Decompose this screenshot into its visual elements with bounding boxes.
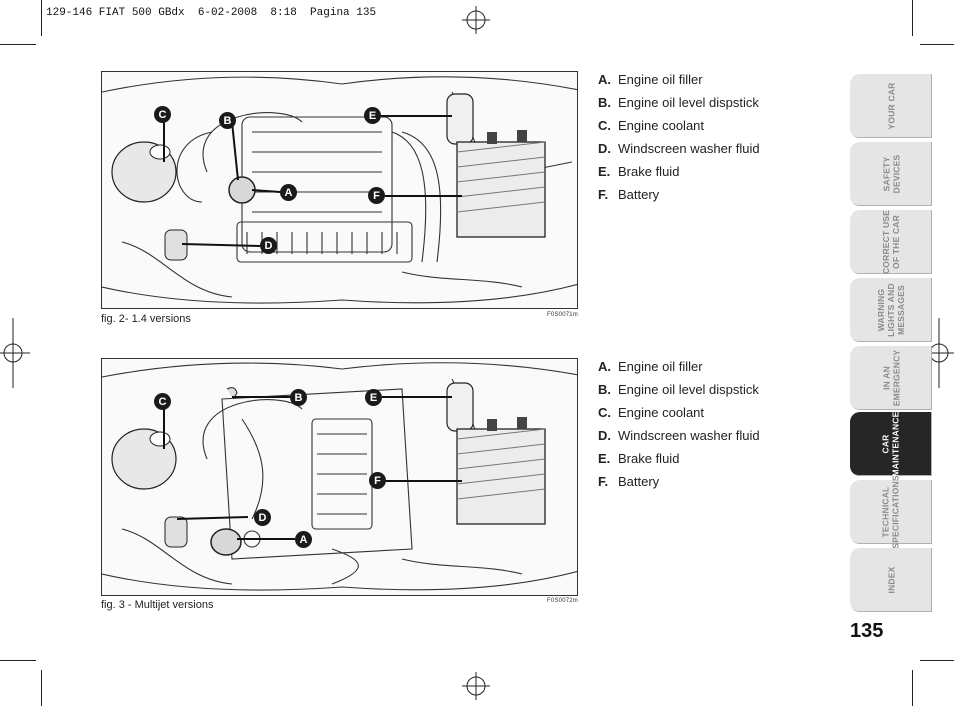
callout-b: B bbox=[290, 389, 307, 406]
tab-index[interactable]: INDEX bbox=[850, 548, 932, 612]
callout-e: E bbox=[365, 389, 382, 406]
tab-warning-lights[interactable]: WARNING LIGHTS AND MESSAGES bbox=[850, 278, 932, 342]
legend-item: D.Windscreen washer fluid bbox=[598, 428, 760, 443]
legend-item: F.Battery bbox=[598, 474, 660, 489]
tab-safety-devices[interactable]: SAFETY DEVICES bbox=[850, 142, 932, 206]
callout-f: F bbox=[369, 472, 386, 489]
legend-list: A.Engine oil filler B.Engine oil level d… bbox=[598, 72, 760, 210]
figure-caption: fig. 3 - Multijet versions bbox=[101, 599, 214, 611]
registration-mark-icon bbox=[462, 672, 490, 700]
engine-bay-illustration bbox=[102, 362, 577, 591]
engine-bay-illustration bbox=[102, 76, 577, 304]
legend-item: E.Brake fluid bbox=[598, 451, 680, 466]
legend-item: D.Windscreen washer fluid bbox=[598, 141, 760, 156]
crop-mark bbox=[920, 660, 954, 661]
print-header: 129-146 FIAT 500 GBdx 6-02-2008 8:18 Pag… bbox=[46, 7, 377, 19]
figure-engine-1-4: C B A D E F bbox=[101, 71, 578, 309]
callout-d: D bbox=[254, 509, 271, 526]
legend-item: B.Engine oil level dispstick bbox=[598, 382, 759, 397]
callout-c: C bbox=[154, 106, 171, 123]
crop-mark bbox=[41, 0, 42, 36]
legend-item: A.Engine oil filler bbox=[598, 72, 703, 87]
page-number: 135 bbox=[850, 620, 884, 642]
callout-b: B bbox=[219, 112, 236, 129]
crop-mark bbox=[912, 0, 913, 36]
registration-mark-icon bbox=[0, 318, 30, 388]
legend-item: A.Engine oil filler bbox=[598, 359, 703, 374]
legend-item: E.Brake fluid bbox=[598, 164, 680, 179]
crop-mark bbox=[0, 44, 36, 45]
tab-your-car[interactable]: YOUR CAR bbox=[850, 74, 932, 138]
tab-correct-use[interactable]: CORRECT USE OF THE CAR bbox=[850, 210, 932, 274]
registration-mark-icon bbox=[462, 6, 490, 34]
figure-engine-multijet: C B E F D A bbox=[101, 358, 578, 596]
crop-mark bbox=[920, 44, 954, 45]
callout-f: F bbox=[368, 187, 385, 204]
figure-code: F0S0072m bbox=[547, 598, 578, 604]
legend-item: C.Engine coolant bbox=[598, 118, 705, 133]
crop-mark bbox=[0, 660, 36, 661]
legend-item: F.Battery bbox=[598, 187, 660, 202]
crop-mark bbox=[912, 670, 913, 706]
tab-car-maintenance[interactable]: CAR MAINTENANCE bbox=[850, 411, 932, 477]
callout-e: E bbox=[364, 107, 381, 124]
figure-caption: fig. 2- 1.4 versions bbox=[101, 313, 191, 325]
callout-c: C bbox=[154, 393, 171, 410]
legend-item: B.Engine oil level dispstick bbox=[598, 95, 759, 110]
tab-technical-specifications[interactable]: TECHNICAL SPECIFICATIONS bbox=[850, 475, 932, 549]
legend-list: A.Engine oil filler B.Engine oil level d… bbox=[598, 359, 760, 497]
callout-d: D bbox=[260, 237, 277, 254]
callout-a: A bbox=[280, 184, 297, 201]
legend-item: C.Engine coolant bbox=[598, 405, 705, 420]
callout-a: A bbox=[295, 531, 312, 548]
figure-code: F0S0071m bbox=[547, 312, 578, 318]
crop-mark bbox=[41, 670, 42, 706]
tab-emergency[interactable]: IN AN EMERGENCY bbox=[850, 346, 932, 410]
